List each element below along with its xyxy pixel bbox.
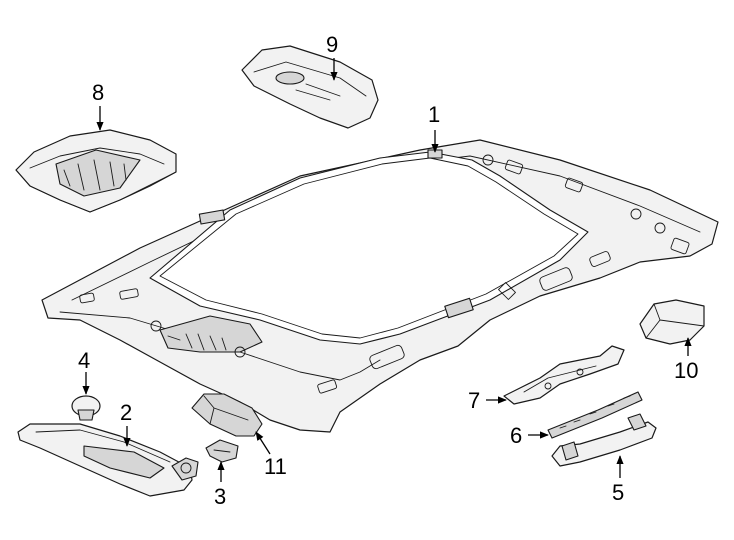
callout-1: 1 (428, 102, 440, 127)
callout-11: 11 (264, 454, 287, 479)
module-part (639, 299, 705, 345)
callout-3: 3 (214, 484, 226, 509)
callout-10: 10 (674, 358, 698, 383)
leader-lines (82, 58, 692, 482)
callout-2: 2 (120, 400, 132, 425)
sun-visor-part (17, 423, 199, 497)
callout-labels: 1 2 3 4 5 6 7 8 9 10 11 (78, 32, 698, 509)
overhead-console-part (15, 129, 177, 213)
callout-5: 5 (612, 480, 624, 505)
lamp-part (241, 45, 379, 129)
callout-4: 4 (78, 348, 90, 373)
grab-handle-part (551, 413, 657, 467)
lamp-housing-part (191, 393, 263, 437)
handle-bracket-part (547, 391, 643, 439)
push-clip-part (71, 395, 101, 421)
visor-clip-part (205, 439, 239, 463)
callout-8: 8 (92, 80, 104, 105)
callout-9: 9 (326, 32, 338, 57)
callout-7: 7 (468, 388, 480, 413)
callout-6: 6 (510, 423, 522, 448)
leader-11 (255, 431, 271, 455)
reinforcement-bracket-part (503, 345, 625, 405)
headliner-part (41, 139, 719, 433)
